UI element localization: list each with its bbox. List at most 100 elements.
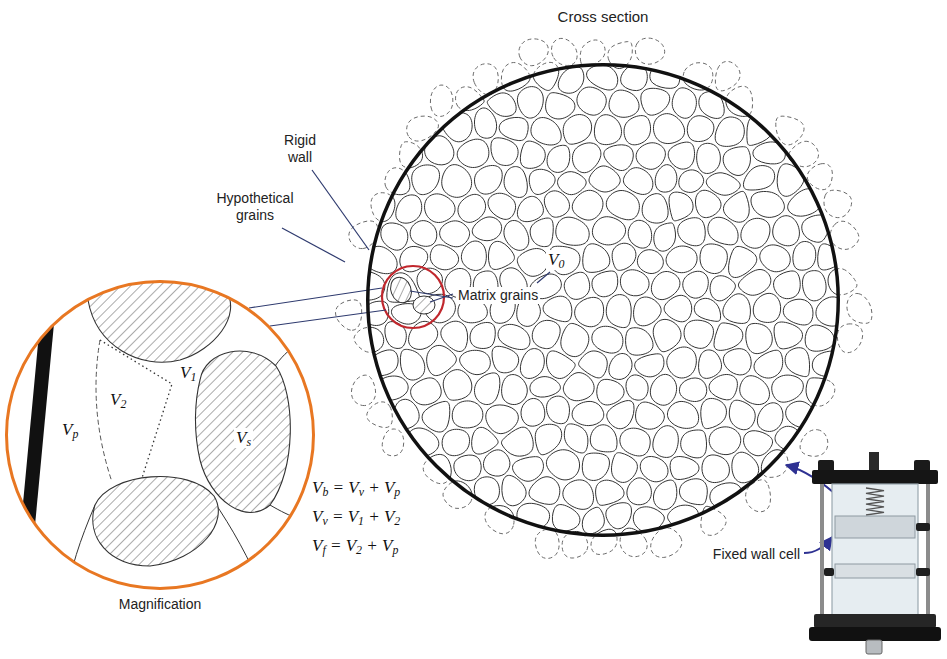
grain	[774, 322, 803, 349]
grain	[520, 349, 544, 379]
grain	[650, 374, 676, 405]
pore-boundary	[96, 340, 112, 482]
grain	[828, 268, 857, 295]
hypothetical-grains	[336, 38, 872, 558]
grain	[802, 271, 826, 301]
hypothetical-grain	[837, 324, 862, 353]
grain	[587, 65, 618, 90]
grain	[475, 165, 503, 194]
grain	[547, 396, 570, 424]
grain	[667, 347, 697, 378]
hypothetical-grain	[367, 402, 393, 428]
grain	[411, 378, 442, 405]
grain	[430, 245, 458, 270]
grain	[472, 217, 501, 241]
grain	[597, 379, 624, 405]
grain	[396, 195, 422, 223]
grain	[474, 108, 496, 138]
grain	[723, 147, 750, 176]
grain	[715, 117, 744, 146]
grain	[504, 220, 529, 250]
cell-valve	[866, 640, 882, 654]
circle-heading: Magnification	[119, 596, 202, 613]
grain	[521, 398, 545, 426]
grain	[498, 324, 530, 349]
grain	[738, 269, 770, 295]
hatched-grain	[195, 351, 290, 512]
grain	[551, 38, 577, 66]
grain	[635, 354, 664, 377]
grain	[572, 401, 604, 425]
grain	[454, 455, 481, 481]
grain	[679, 170, 704, 193]
grain	[425, 194, 456, 223]
grain	[751, 191, 784, 217]
hypothetical-grain	[635, 38, 664, 64]
fixed-wall-cell-photo	[809, 452, 941, 654]
grain	[504, 167, 527, 198]
volume-symbol: Vp	[62, 420, 78, 440]
grain	[699, 350, 722, 378]
grain	[552, 505, 580, 531]
grain	[502, 475, 526, 505]
grain	[546, 450, 579, 480]
grain	[594, 115, 621, 145]
grain	[440, 221, 470, 247]
grain	[609, 90, 639, 117]
grain	[556, 217, 589, 245]
grain	[517, 196, 543, 221]
leader-line	[537, 272, 550, 283]
grain	[517, 87, 543, 119]
part-label: Fixed wall cell	[713, 546, 800, 563]
grain	[634, 297, 662, 326]
grain	[591, 529, 618, 555]
grain	[546, 93, 575, 119]
grain	[670, 456, 699, 479]
volume-symbol: V0	[546, 250, 566, 270]
grain	[650, 528, 682, 558]
grain	[816, 297, 845, 326]
grain	[702, 455, 729, 483]
grain	[457, 139, 489, 167]
hatched-grain	[93, 477, 219, 566]
grain	[655, 165, 677, 192]
hypothetical-grain	[776, 116, 804, 145]
grain	[580, 40, 605, 67]
grain	[611, 453, 637, 483]
grain	[695, 190, 721, 217]
grain	[543, 296, 572, 321]
grain	[761, 450, 788, 478]
grain	[535, 529, 559, 559]
grain	[561, 323, 589, 356]
hatched-grain	[88, 272, 231, 362]
grain	[501, 427, 533, 456]
grain	[502, 375, 528, 405]
grain	[623, 168, 652, 195]
grain	[606, 295, 631, 328]
grain	[636, 402, 665, 429]
grain	[747, 116, 773, 145]
grain	[667, 401, 698, 428]
cell-rod	[820, 484, 824, 616]
grain	[606, 190, 639, 219]
grain	[772, 375, 804, 402]
hypothetical-grain	[847, 293, 872, 323]
hypothetical-grain	[535, 529, 559, 558]
grain-outline	[60, 560, 110, 598]
grain	[653, 114, 684, 144]
grain	[590, 425, 617, 452]
grain	[470, 322, 495, 348]
leader-line	[249, 288, 382, 308]
grain	[668, 142, 694, 169]
grain	[592, 326, 623, 353]
cell-ground	[366, 63, 840, 537]
grain	[700, 244, 727, 274]
hypothetical-grain	[551, 38, 577, 65]
grain	[483, 450, 509, 476]
grain	[697, 143, 721, 173]
volume-symbol: Vs	[234, 428, 253, 448]
hypothetical-grain	[800, 430, 828, 457]
grain	[651, 271, 680, 299]
hypothetical-grain	[824, 190, 852, 217]
